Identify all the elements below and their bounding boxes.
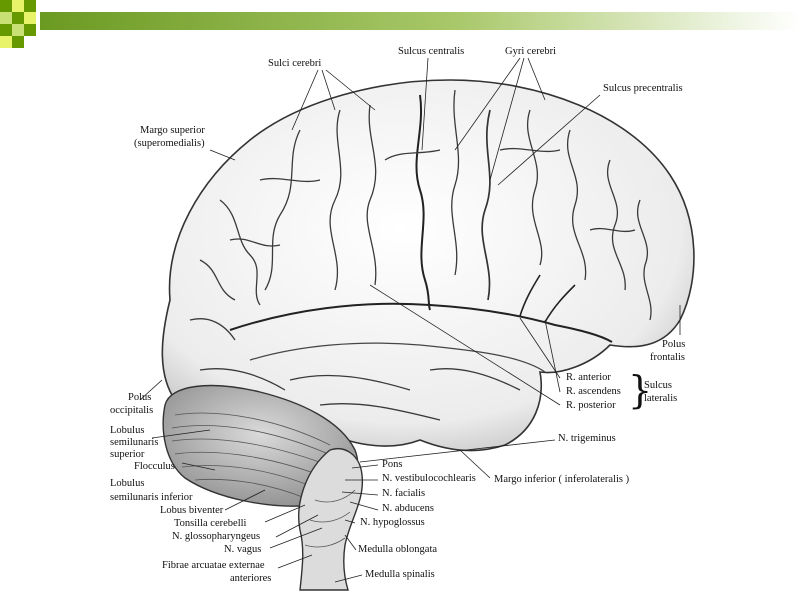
label-polus-occipitalis-sub: occipitalis <box>110 405 154 416</box>
label-pons: Pons <box>382 459 403 470</box>
label-lobus-biventer: Lobus biventer <box>160 505 224 516</box>
sulcus-lateralis <box>229 302 613 343</box>
label-sulcus-lateralis: Sulcus <box>644 380 673 391</box>
label-sulci-cerebri: Sulci cerebri <box>268 58 322 69</box>
leader-lines <box>139 57 681 583</box>
label-r-posterior: R. posterior <box>566 400 616 411</box>
label-lobulus-semilunaris-inferior-2: semilunaris inferior <box>110 492 193 503</box>
label-sulcus-centralis: Sulcus centralis <box>398 46 465 57</box>
label-lobulus-semilunaris-superior-2: semilunaris <box>110 437 159 448</box>
label-flocculus: Flocculus <box>134 461 175 472</box>
label-r-ascendens: R. ascendens <box>566 386 621 397</box>
temporal-lobe-contour <box>249 342 546 373</box>
label-lobulus-semilunaris-superior-3: superior <box>110 449 145 460</box>
label-medulla-oblongata: Medulla oblongata <box>358 544 438 555</box>
label-polus-frontalis: Polus <box>662 339 686 350</box>
label-sulcus-lateralis-sub: lateralis <box>644 393 678 404</box>
label-n-vagus: N. vagus <box>224 544 262 555</box>
label-n-facialis: N. facialis <box>382 488 426 499</box>
label-margo-superior-sub: (superomedialis) <box>134 138 205 149</box>
brainstem <box>298 448 364 591</box>
label-polus-occipitalis: Polus <box>128 392 152 403</box>
label-fibrae-arcuatae: Fibrae arcuatae externae <box>162 560 265 571</box>
sulcus-centralis <box>415 94 431 311</box>
gyri-folds <box>189 89 652 421</box>
label-fibrae-arcuatae-2: anteriores <box>230 573 272 584</box>
sulcus-precentralis <box>481 109 491 301</box>
label-n-trigeminus: N. trigeminus <box>558 433 616 444</box>
corner-squares-decoration <box>0 0 36 48</box>
label-sulcus-precentralis: Sulcus precentralis <box>603 83 683 94</box>
label-lobulus-semilunaris-superior: Lobulus <box>110 425 145 436</box>
label-polus-frontalis-sub: frontalis <box>650 352 685 363</box>
label-margo-inferior: Margo inferior ( inferolateralis ) <box>494 474 630 485</box>
label-tonsilla-cerebelli: Tonsilla cerebelli <box>174 518 247 529</box>
label-margo-superior: Margo superior <box>140 125 205 136</box>
label-medulla-spinalis: Medulla spinalis <box>365 569 435 580</box>
label-lobulus-semilunaris-inferior: Lobulus <box>110 478 145 489</box>
label-n-hypoglossus: N. hypoglossus <box>360 517 425 528</box>
label-n-vestibulocochlearis: N. vestibulocochlearis <box>382 473 476 484</box>
title-bar-gradient <box>40 12 800 30</box>
label-gyri-cerebri: Gyri cerebri <box>505 46 557 57</box>
brace-sulcus-lateralis: } <box>628 368 653 412</box>
label-r-anterior: R. anterior <box>566 372 611 383</box>
label-n-abducens: N. abducens <box>382 503 434 514</box>
label-n-glossopharyngeus: N. glossopharyngeus <box>172 531 261 542</box>
